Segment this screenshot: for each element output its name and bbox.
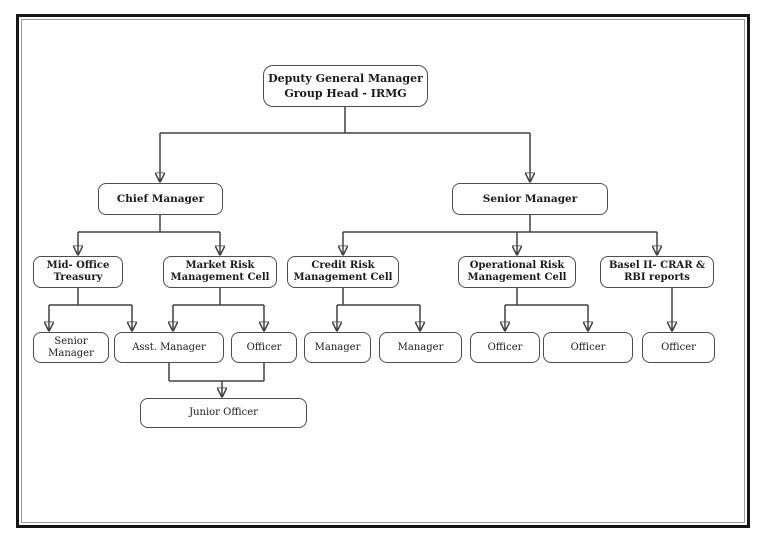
node-officer-basel: Officer	[642, 332, 715, 363]
node-label-line2: Treasury	[53, 272, 103, 283]
node-label-line1: Chief Manager	[116, 192, 205, 205]
node-deputy-general-manager: Deputy General Manager Group Head - IRMG	[263, 65, 428, 107]
node-senior-manager-treasury: Senior Manager	[33, 332, 109, 363]
node-label-line2: Manager	[48, 347, 94, 359]
edge-credit-risk-split	[337, 288, 420, 306]
node-officer-operational-1: Officer	[470, 332, 540, 363]
node-chief-manager: Chief Manager	[98, 183, 223, 215]
node-market-risk-cell: Market Risk Management Cell	[163, 256, 277, 288]
node-label-line1: Credit Risk	[311, 260, 375, 271]
node-credit-risk-cell: Credit Risk Management Cell	[287, 256, 399, 288]
edge-op-risk-split	[505, 288, 588, 306]
edge-chief-split	[78, 215, 220, 233]
node-label-line1: Officer	[661, 341, 696, 353]
edge-junior-merge	[168, 363, 265, 382]
node-label-line1: Market Risk	[185, 260, 255, 271]
node-manager-credit-1: Manager	[304, 332, 371, 363]
node-label-line1: Senior	[54, 335, 88, 347]
node-junior-officer: Junior Officer	[140, 398, 307, 428]
node-label-line1: Mid- Office	[46, 260, 110, 271]
edge-market-risk-split	[173, 288, 264, 306]
node-label-line2: Management Cell	[293, 272, 393, 283]
edge-dgm-split	[160, 107, 530, 134]
node-label-line1: Basel II- CRAR &	[608, 260, 706, 271]
node-label-line1: Senior Manager	[482, 192, 578, 205]
node-label-line1: Officer	[246, 341, 282, 353]
page-border-inner	[21, 19, 745, 523]
node-label-line1: Manager	[397, 341, 444, 353]
node-mid-office-treasury: Mid- Office Treasury	[33, 256, 123, 288]
node-label-line2: Management Cell	[467, 272, 567, 283]
node-officer-operational-2: Officer	[543, 332, 633, 363]
node-label-line1: Asst. Manager	[132, 341, 206, 353]
node-label-line2: Management Cell	[170, 272, 270, 283]
edge-senior-split	[343, 215, 657, 233]
node-basel-crar-rbi: Basel II- CRAR & RBI reports	[600, 256, 714, 288]
node-officer-market-risk: Officer	[231, 332, 297, 363]
node-manager-credit-2: Manager	[379, 332, 462, 363]
page-border-outer	[16, 14, 750, 528]
node-label-line1: Officer	[570, 341, 606, 353]
node-label-line1: Operational Risk	[469, 260, 565, 271]
node-label-line1: Officer	[487, 341, 523, 353]
node-asst-manager: Asst. Manager	[114, 332, 224, 363]
node-label-line2: RBI reports	[624, 272, 690, 283]
edge-mid-office-split	[49, 288, 132, 306]
node-label-line1: Manager	[314, 341, 361, 353]
node-label-line2: Group Head - IRMG	[284, 87, 407, 100]
node-operational-risk-cell: Operational Risk Management Cell	[458, 256, 576, 288]
node-label-line1: Deputy General Manager	[268, 72, 423, 85]
node-label-line1: Junior Officer	[189, 407, 258, 418]
node-senior-manager: Senior Manager	[452, 183, 608, 215]
